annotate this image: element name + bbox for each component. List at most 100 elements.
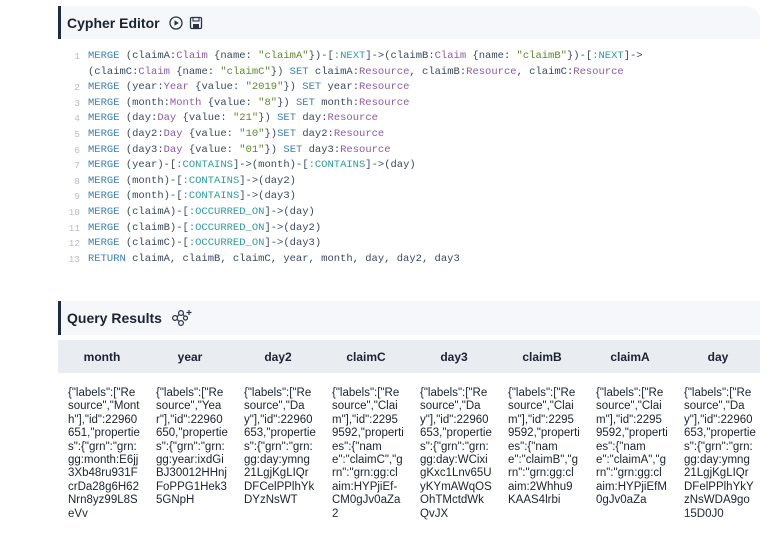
- code-text: MERGE (claimC)-[:OCCURRED_ON]->(day3): [88, 236, 321, 252]
- code-token: "claimC": [220, 65, 271, 78]
- code-token: (month:: [125, 96, 170, 109]
- code-token: MERGE: [88, 159, 126, 172]
- code-token: Resource: [333, 127, 385, 140]
- code-token: (claimA:: [125, 50, 177, 62]
- code-token: :NEXT: [333, 50, 366, 62]
- code-token: {value:: [188, 127, 240, 140]
- line-number: 1: [74, 51, 80, 62]
- code-text: MERGE (claimA)-[:OCCURRED_ON]->(day): [88, 205, 315, 221]
- code-line[interactable]: 9 MERGE (month)-[:CONTAINS]->(day3): [58, 189, 760, 205]
- code-token: Resource: [327, 112, 378, 125]
- code-token: (claimC:: [88, 65, 139, 78]
- code-text: (claimC:Claim {name: "claimC"}) SET clai…: [88, 65, 624, 81]
- code-token: }): [283, 81, 303, 94]
- line-number: 2: [74, 82, 80, 94]
- graph-nodes-icon[interactable]: [170, 309, 194, 327]
- code-token: Day: [163, 127, 189, 140]
- code-token: SET: [277, 127, 303, 140]
- code-token: :NEXT: [592, 50, 624, 62]
- line-number: 9: [74, 191, 80, 203]
- line-number: 7: [74, 160, 80, 172]
- code-token: (year)-[: [125, 159, 177, 172]
- code-token: "10": [239, 127, 265, 140]
- floppy-disk-icon[interactable]: [188, 15, 204, 31]
- code-token: (year:: [125, 81, 164, 94]
- code-line[interactable]: 10 MERGE (claimA)-[:OCCURRED_ON]->(day): [58, 205, 760, 221]
- code-text: MERGE (day2:Day {value: "10"})SET day2:R…: [88, 127, 384, 143]
- code-text: MERGE (month)-[:CONTAINS]->(day2): [88, 174, 296, 190]
- code-token: , claimC:: [516, 65, 574, 78]
- code-token: "01": [239, 143, 265, 156]
- line-number: 6: [74, 144, 80, 156]
- column-header-day3[interactable]: day3: [440, 349, 468, 364]
- column-header-day2[interactable]: day2: [264, 349, 292, 364]
- code-token: }): [270, 65, 290, 78]
- code-token: ]->(month)-[: [232, 159, 309, 172]
- code-text: RETURN claimA, claimB, claimC, year, mon…: [88, 252, 460, 268]
- code-token: MERGE: [88, 143, 126, 156]
- column-header-year[interactable]: year: [177, 349, 203, 364]
- code-line[interactable]: 11 MERGE (claimB)-[:OCCURRED_ON]->(day2): [58, 221, 760, 237]
- code-token: :OCCURRED_ON: [188, 237, 265, 250]
- code-token: :CONTAINS: [176, 159, 233, 172]
- table-row: {"labels":["Resource","Month"],"id":2296…: [58, 387, 760, 537]
- code-text: MERGE (year:Year {value: "2019"}) SET ye…: [88, 80, 409, 96]
- code-text: MERGE (day:Day {value: "21"}) SET day:Re…: [88, 111, 378, 127]
- line-number: 11: [68, 222, 80, 234]
- code-token: ]->(day3): [264, 237, 322, 250]
- code-token: :OCCURRED_ON: [188, 205, 265, 218]
- table-cell-month: {"labels":["Resource","Month"],"id":2296…: [68, 387, 140, 520]
- code-token: })-[: [566, 50, 593, 62]
- column-header-day[interactable]: day: [707, 349, 729, 364]
- code-token: RETURN: [88, 252, 133, 265]
- code-token: Year: [163, 81, 196, 94]
- code-token: ]->: [623, 50, 643, 62]
- code-text: MERGE (month)-[:CONTAINS]->(day3): [88, 189, 296, 205]
- play-circle-icon[interactable]: [168, 15, 184, 31]
- code-token: Resource: [466, 65, 517, 78]
- code-token: Resource: [359, 81, 410, 94]
- code-token: "8": [258, 96, 278, 109]
- code-line[interactable]: 6 MERGE (day3:Day {value: "01"}) SET day3…: [58, 143, 760, 159]
- code-token: MERGE: [88, 112, 126, 125]
- code-token: {value:: [182, 112, 233, 125]
- column-header-claimB[interactable]: claimB: [522, 349, 562, 364]
- column-header-month[interactable]: month: [83, 349, 121, 364]
- code-token: (day:: [125, 112, 158, 125]
- column-header-claimA[interactable]: claimA: [610, 349, 650, 364]
- code-token: MERGE: [88, 221, 126, 234]
- code-line[interactable]: 2 MERGE (year:Year {value: "2019"}) SET y…: [58, 80, 760, 96]
- line-number: 5: [74, 128, 80, 140]
- code-token: claimA, claimB, claimC, year, month, day…: [132, 252, 460, 265]
- code-token: day2:: [302, 127, 334, 140]
- code-line[interactable]: (claimC:Claim {name: "claimC"}) SET clai…: [58, 65, 760, 81]
- cypher-editor-title: Cypher Editor: [67, 14, 160, 31]
- code-token: month:: [321, 96, 359, 109]
- table-cell-year: {"labels":["Resource","Year"],"id":22960…: [156, 387, 228, 507]
- code-token: (claimA)-[: [125, 205, 189, 218]
- code-token: MERGE: [88, 81, 126, 94]
- code-token: Resource: [359, 65, 410, 78]
- cypher-editor-header: Cypher Editor: [58, 6, 760, 39]
- code-token: {value:: [188, 143, 240, 156]
- code-token: {name:: [472, 50, 517, 62]
- code-text: MERGE (day3:Day {value: "01"}) SET day3:…: [88, 143, 391, 159]
- column-header-claimC[interactable]: claimC: [346, 349, 386, 364]
- code-token: }): [264, 143, 284, 156]
- code-text: MERGE (month:Month {value: "8"}) SET mon…: [88, 96, 409, 112]
- code-token: :OCCURRED_ON: [188, 221, 265, 234]
- code-token: Claim: [176, 50, 215, 62]
- line-number: 10: [68, 206, 80, 218]
- code-token: {name:: [214, 50, 259, 62]
- code-text: MERGE (claimB)-[:OCCURRED_ON]->(day2): [88, 221, 321, 237]
